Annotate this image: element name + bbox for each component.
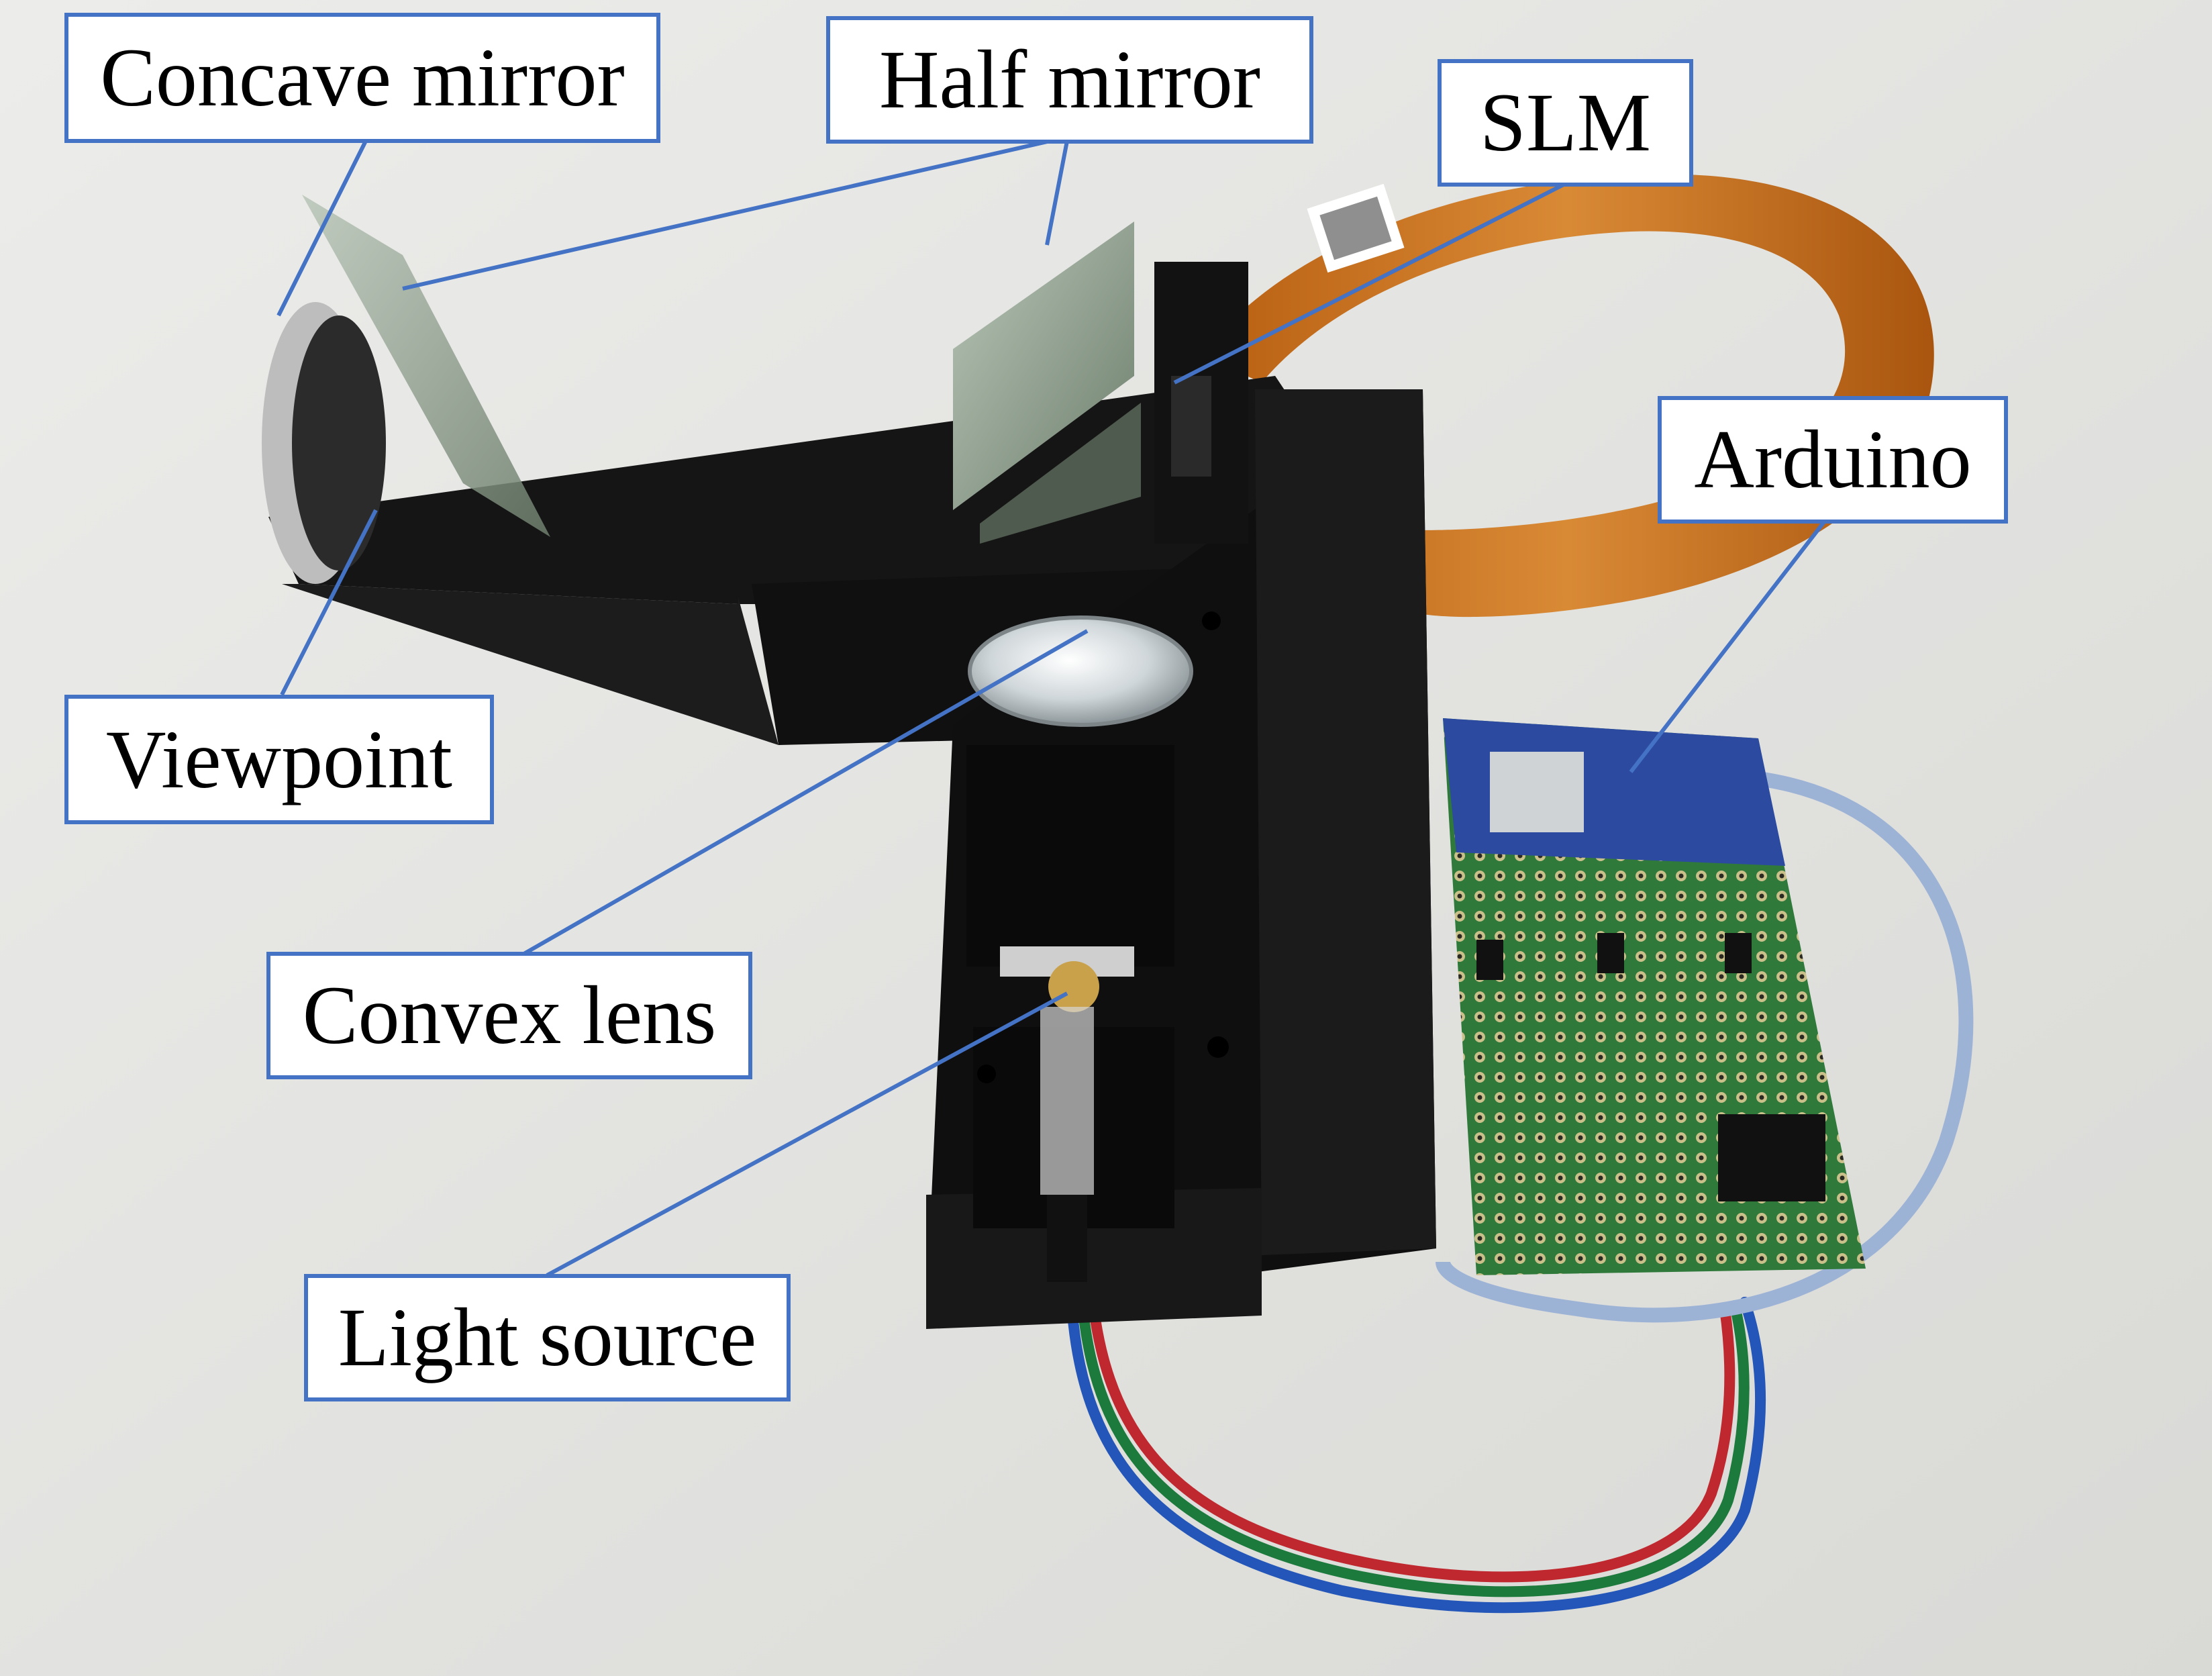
convex-lens (968, 615, 1193, 727)
label-light-source: Light source (304, 1274, 791, 1401)
pcb-assembly (1443, 718, 1866, 1275)
label-slm: SLM (1438, 59, 1693, 187)
label-convex-lens: Convex lens (266, 952, 752, 1079)
tilted-glass-plate (302, 195, 550, 537)
concave-mirror (262, 302, 386, 584)
label-arduino: Arduino (1658, 396, 2008, 524)
coiled-wire (1436, 771, 1974, 1323)
half-mirror (953, 221, 1141, 544)
light-source (1000, 946, 1134, 1282)
led-wires (1065, 1270, 1766, 1614)
label-viewpoint: Viewpoint (64, 695, 494, 824)
leader-lines (276, 139, 1827, 1277)
label-half-mirror: Half mirror (826, 16, 1313, 144)
label-concave-mirror: Concave mirror (64, 13, 660, 143)
